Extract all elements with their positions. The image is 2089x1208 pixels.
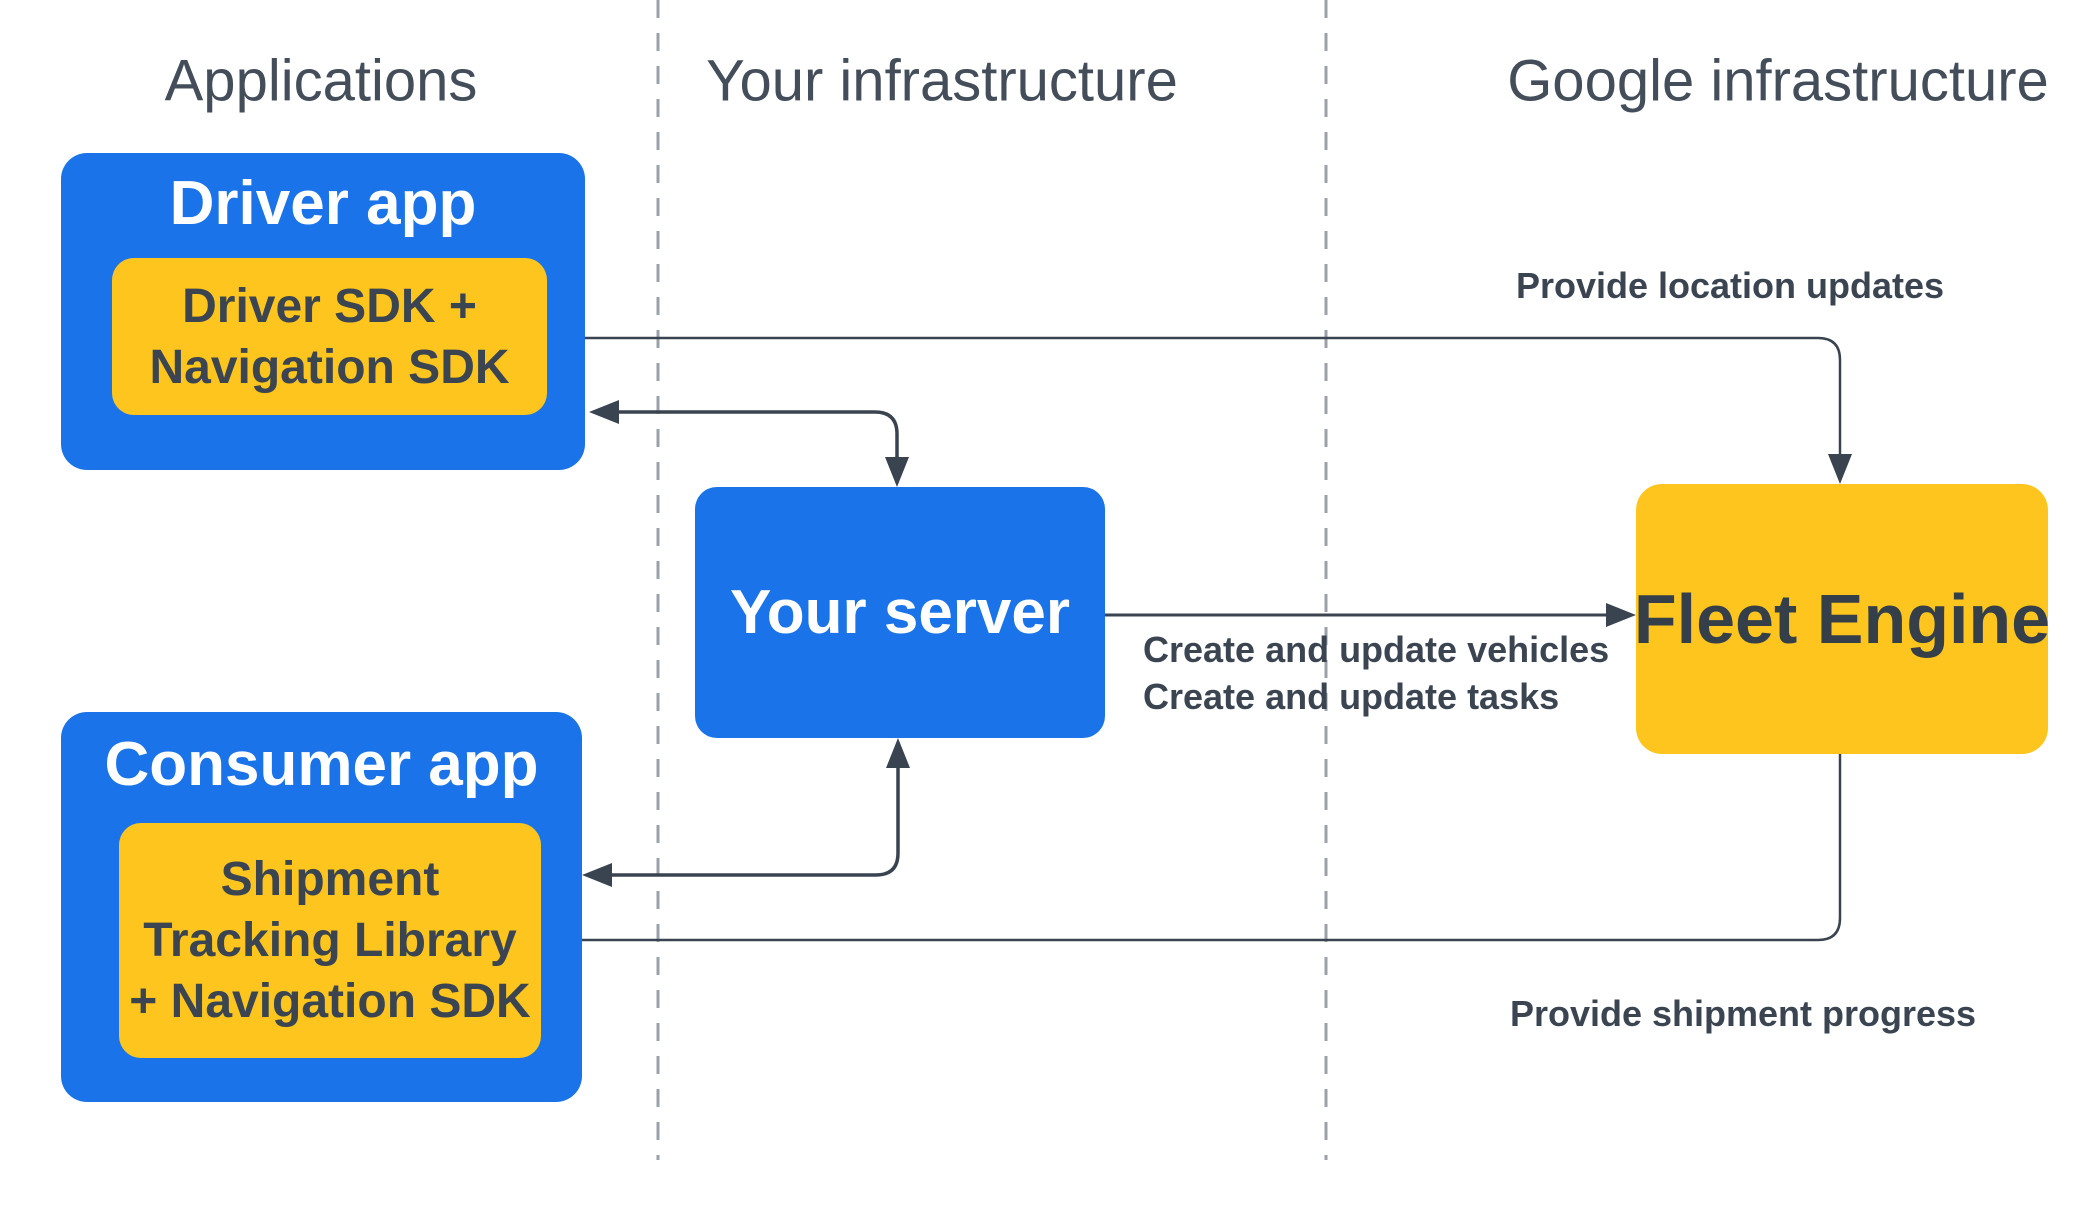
label-provide-shipment-progress: Provide shipment progress — [1509, 993, 1977, 1034]
arrow-driver-app-your-server-arrowhead-icon — [885, 457, 909, 487]
shipment-lib-line-2: Tracking Library — [143, 914, 517, 967]
node-your-server: Your server — [695, 487, 1105, 738]
arrow-driver-app-your-server-arrowhead-icon — [589, 400, 619, 424]
driver-sdk-line-1: Driver SDK + — [182, 279, 477, 333]
label-provide-location-updates: Provide location updates — [1515, 265, 1945, 306]
label-create-update-tasks: Create and update tasks — [1143, 676, 1560, 717]
your-server-title: Your server — [729, 578, 1071, 647]
driver-sdk-line-2: Navigation SDK — [149, 340, 510, 394]
column-header-applications: Applications — [164, 48, 478, 114]
arrow-driver-app-your-server — [619, 410, 899, 457]
arrow-consumer-app-your-server — [612, 768, 900, 877]
arrow-shipment-progress — [571, 754, 1842, 942]
node-driver-sdk: Driver SDK + Navigation SDK — [112, 258, 547, 415]
arrow-consumer-app-your-server-arrowhead-icon — [582, 863, 612, 887]
arrow-create-update-arrowhead-icon — [1606, 603, 1636, 627]
consumer-app-title: Consumer app — [104, 730, 539, 799]
shipment-lib-line-3: + Navigation SDK — [129, 975, 531, 1028]
label-create-update-vehicles: Create and update vehicles — [1143, 629, 1610, 670]
arrow-location-updates — [577, 336, 1842, 454]
node-shipment-tracking-library: Shipment Tracking Library + Navigation S… — [119, 823, 541, 1058]
fleet-engine-title: Fleet Engine — [1633, 580, 2051, 658]
driver-app-title: Driver app — [169, 169, 477, 238]
label-create-update: Create and update vehicles Create and up… — [1143, 626, 1609, 720]
node-fleet-engine: Fleet Engine — [1633, 484, 2051, 754]
shipment-lib-line-1: Shipment — [220, 853, 440, 906]
column-header-your-infrastructure: Your infrastructure — [706, 48, 1178, 114]
arrow-consumer-app-your-server-arrowhead-icon — [886, 738, 910, 768]
arrow-location-updates-arrowhead-icon — [1828, 454, 1852, 484]
column-header-google-infrastructure: Google infrastructure — [1507, 48, 2049, 114]
